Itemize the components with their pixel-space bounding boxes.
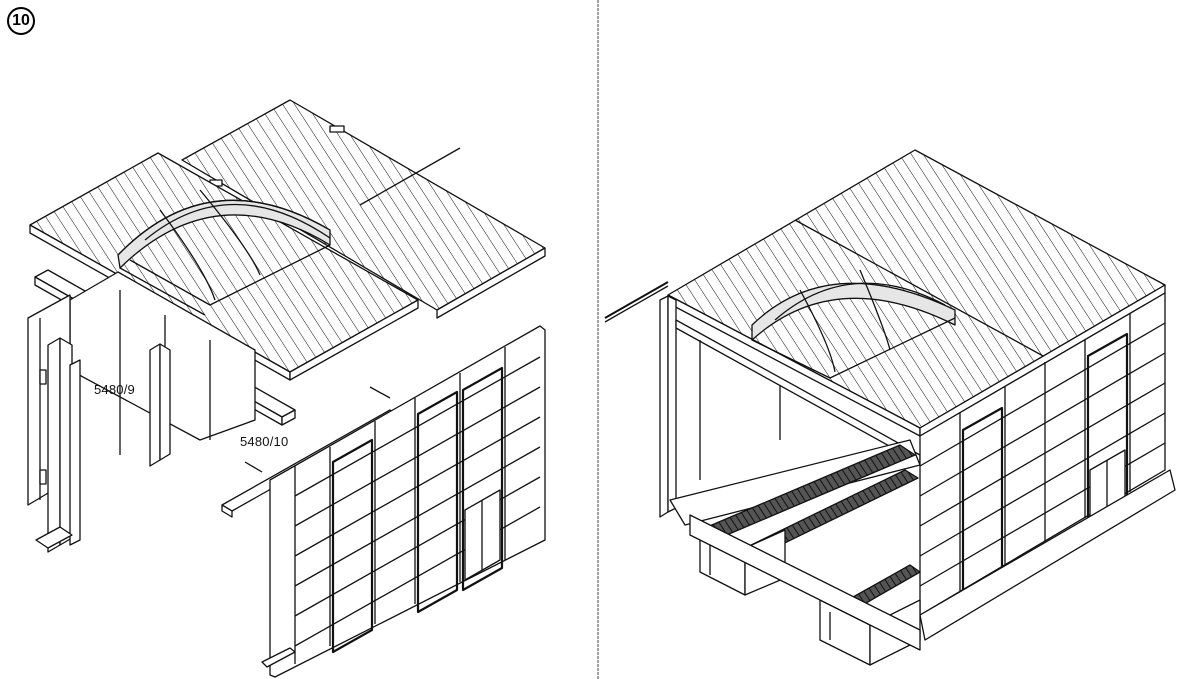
left-exploded-view [27, 99, 546, 678]
assembled-left-frame [659, 295, 921, 518]
pillar-5480-9 [35, 337, 81, 553]
assembled-right-facade [919, 292, 1176, 641]
callout-5480-10: 5480/10 [240, 434, 289, 449]
assembled-roof [604, 149, 1166, 437]
door-pillar [149, 343, 171, 467]
assembled-skylight [751, 269, 956, 379]
front-facade-wall [261, 325, 546, 678]
callout-5480-9: 5480/9 [94, 382, 135, 397]
assembled-track-floor [669, 439, 921, 666]
skylight-dome [117, 189, 331, 316]
right-assembled-view [604, 149, 1176, 666]
step-number: 10 [12, 12, 30, 29]
roof-panel-rear [181, 99, 546, 319]
step-number-badge: 10 [7, 7, 35, 35]
